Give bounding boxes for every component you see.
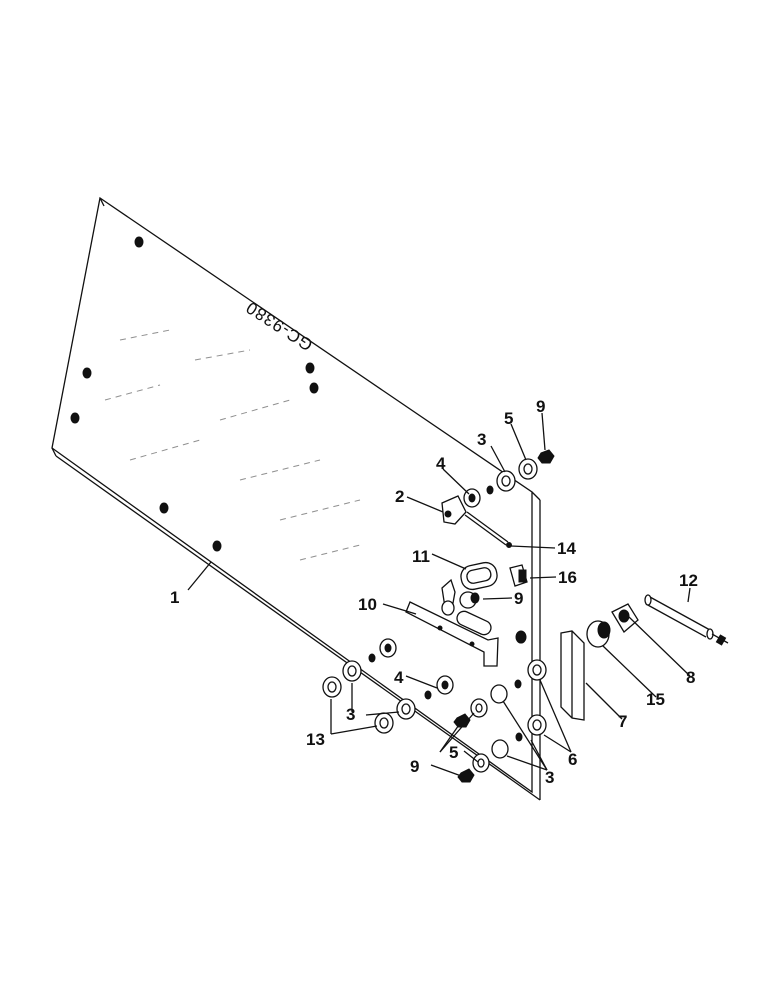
callout-9-top: 9 <box>536 397 545 416</box>
callout-5-top: 5 <box>504 409 513 428</box>
callout-9-mid: 9 <box>514 589 523 608</box>
callout-labels: 1 2 3 4 5 9 14 11 16 10 9 4 12 8 15 7 3 … <box>170 397 698 787</box>
callout-9-low: 9 <box>410 757 419 776</box>
coupler-part-8 <box>611 603 639 633</box>
callout-13: 13 <box>306 730 325 749</box>
plate-code-label: GC-9380 <box>242 297 316 354</box>
callout-3-top: 3 <box>477 430 486 449</box>
leader-lines <box>187 412 691 778</box>
callout-8: 8 <box>686 668 695 687</box>
callout-5-low: 5 <box>449 743 458 762</box>
callout-3-left: 3 <box>346 705 355 724</box>
bracket-part-2 <box>441 495 512 548</box>
callout-2: 2 <box>395 487 404 506</box>
callout-14: 14 <box>557 539 576 558</box>
lower-right-hardware <box>453 659 547 783</box>
bushing-part-15 <box>586 620 611 648</box>
callout-11: 11 <box>412 547 430 566</box>
vertical-bracket-part-7 <box>560 630 585 721</box>
lower-left-hardware <box>322 660 416 734</box>
callout-12: 12 <box>679 571 698 590</box>
clip-part-16 <box>509 564 528 587</box>
panel-plate <box>51 196 541 801</box>
callout-1: 1 <box>170 588 179 607</box>
callout-4-top: 4 <box>436 454 446 473</box>
callout-7: 7 <box>618 712 627 731</box>
bracket-part-10 <box>405 578 499 667</box>
callout-4-mid: 4 <box>394 668 404 687</box>
washers-mid <box>368 638 454 700</box>
callout-10: 10 <box>358 595 377 614</box>
nut-right-mid <box>515 630 527 644</box>
slot-plate-part-11 <box>460 561 498 591</box>
callout-6: 6 <box>568 750 577 769</box>
callout-15: 15 <box>646 690 665 709</box>
top-hardware <box>463 449 555 508</box>
callout-3-low: 3 <box>545 768 554 787</box>
shaft-part-12 <box>644 594 729 646</box>
callout-16: 16 <box>558 568 577 587</box>
